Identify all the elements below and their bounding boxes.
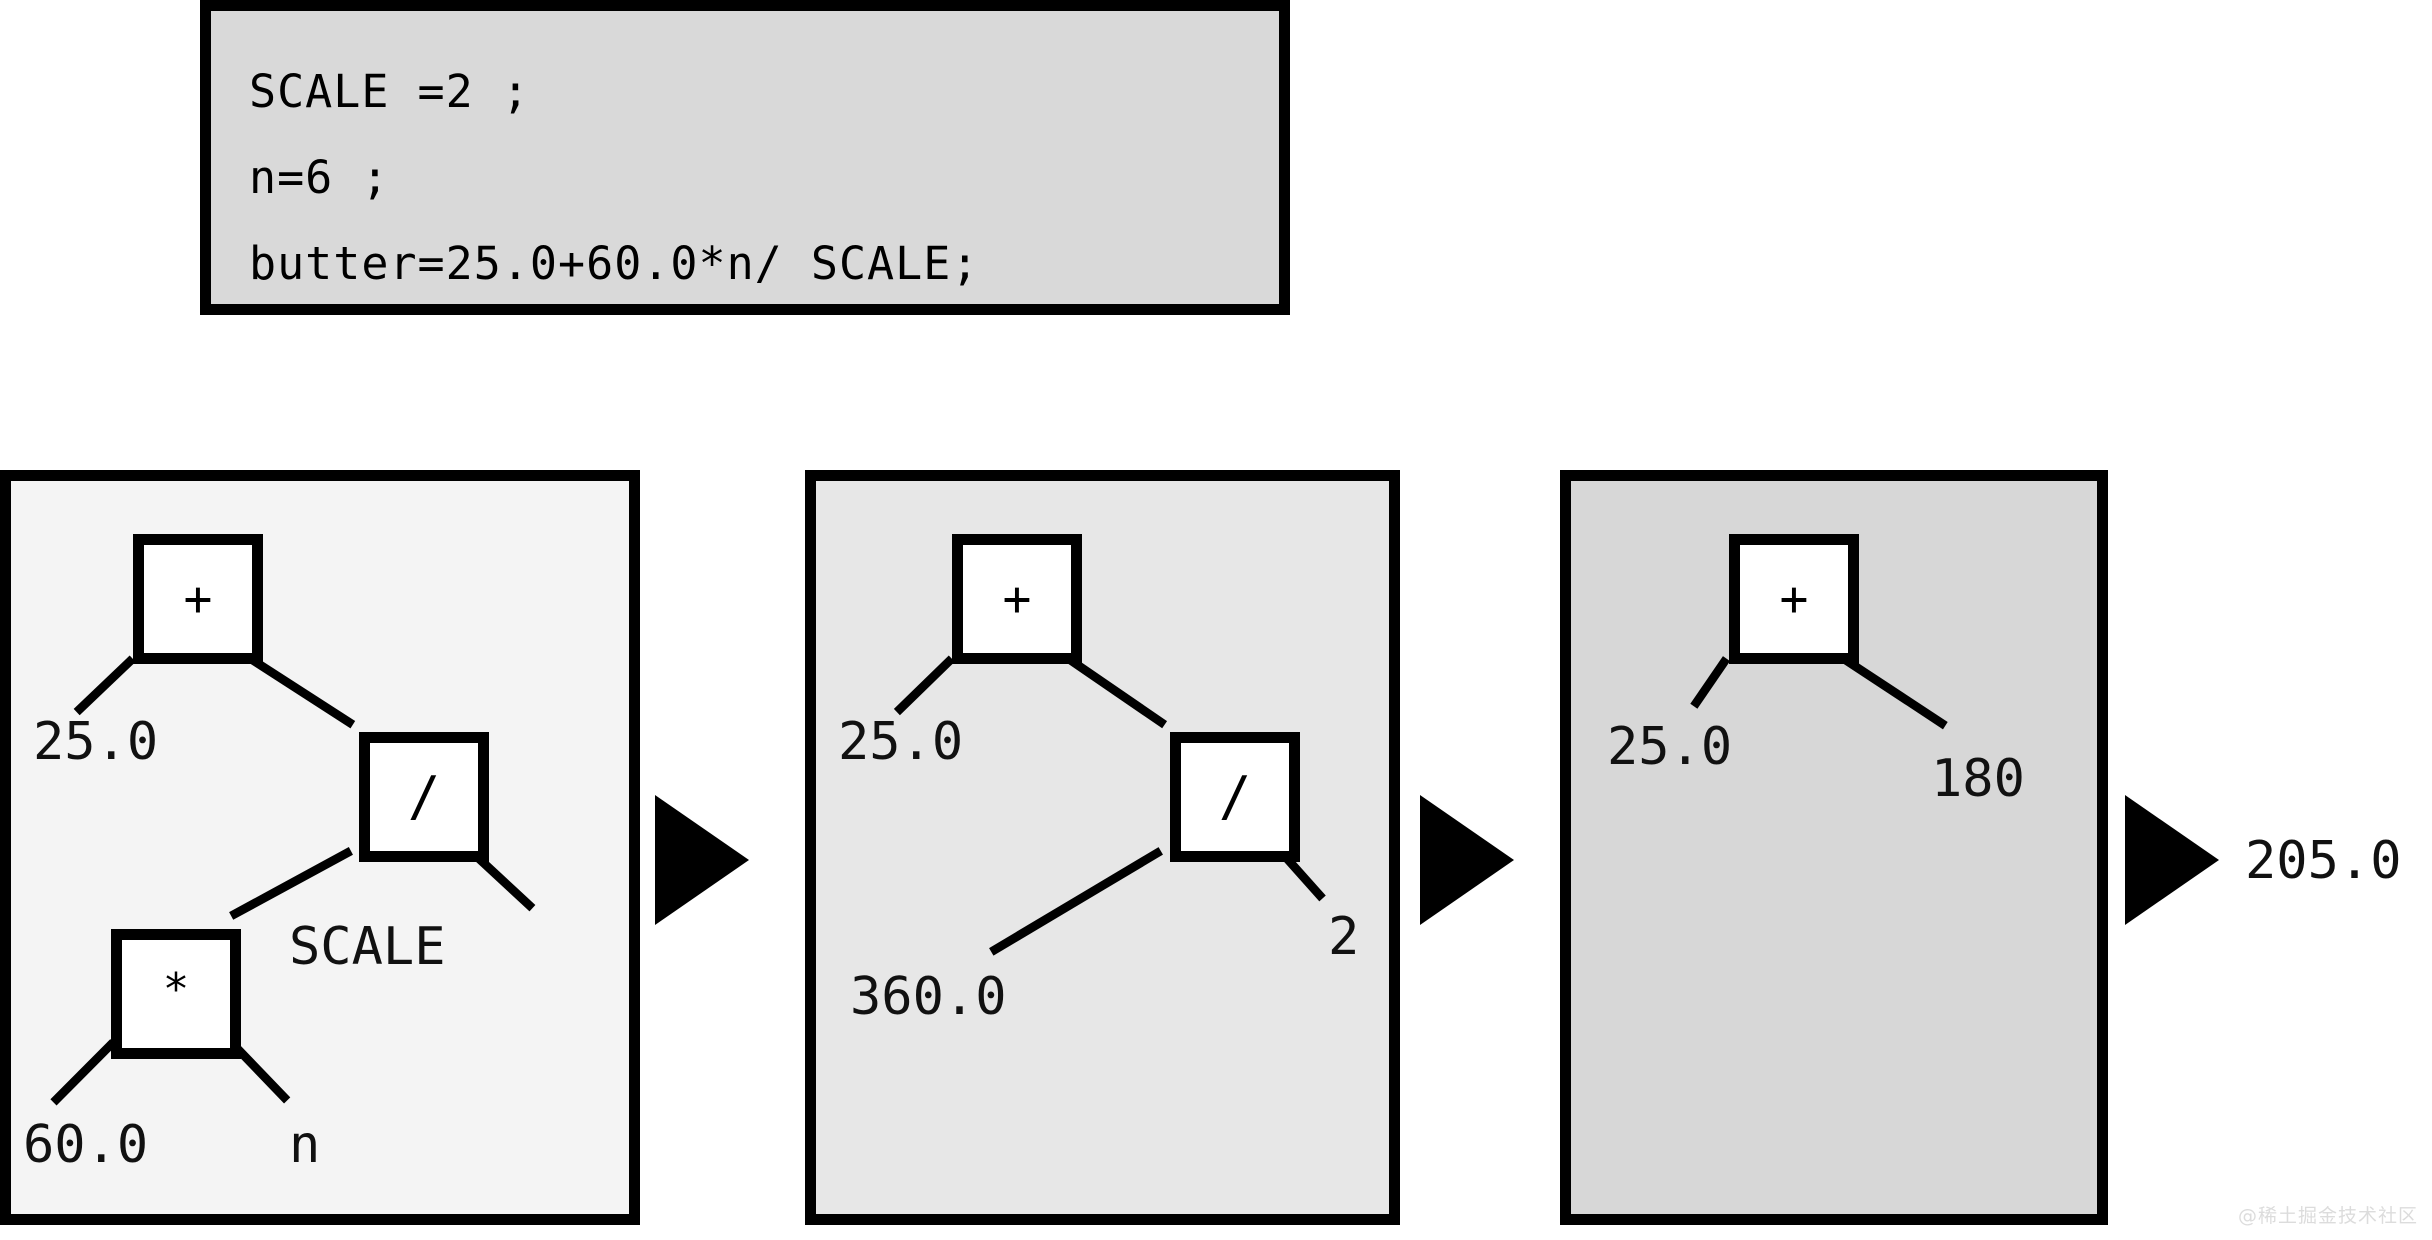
watermark: @稀土掘金技术社区 <box>2237 1205 2418 1227</box>
final-result-value: 205.0 <box>2245 831 2402 891</box>
plus-node: + <box>133 534 263 664</box>
leaf-scale: SCALE <box>289 917 446 977</box>
plus-node-label: + <box>1779 571 1809 627</box>
expression-tree-panel-2: + / 25.0 360.0 2 <box>805 470 1400 1225</box>
right-triangle-arrow-icon-2 <box>1420 795 1514 925</box>
leaf-n: n <box>289 1115 321 1175</box>
slash-node-label: / <box>1218 765 1252 828</box>
code-line-1: SCALE =2 ; <box>249 65 530 118</box>
leaf-2: 2 <box>1328 907 1360 967</box>
leaf-25: 25.0 <box>1607 717 1733 777</box>
slash-node: / <box>359 732 489 862</box>
leaf-25: 25.0 <box>33 712 159 772</box>
tree-edges-panel-2 <box>893 655 1326 956</box>
leaf-25: 25.0 <box>838 712 964 772</box>
leaf-60: 60.0 <box>23 1115 149 1175</box>
expression-tree-panel-1: + / * 25.0 SCALE 60.0 n <box>0 470 640 1225</box>
leaf-360: 360.0 <box>850 967 1007 1027</box>
code-listing-box: SCALE =2 ; n=6 ; butter=25.0+60.0*n/ SCA… <box>200 0 1290 315</box>
plus-node: + <box>1729 534 1859 664</box>
plus-node: + <box>952 534 1082 664</box>
star-node: * <box>111 929 241 1059</box>
plus-node-label: + <box>1002 571 1032 627</box>
right-triangle-arrow-icon-3 <box>2125 795 2219 925</box>
code-line-2: n=6 ; <box>249 151 390 204</box>
tree-edges-panel-3 <box>1690 655 1948 730</box>
leaf-180: 180 <box>1931 749 2025 809</box>
right-triangle-arrow-icon-1 <box>655 795 749 925</box>
expression-tree-panel-3: + 25.0 180 <box>1560 470 2108 1225</box>
plus-node-label: + <box>183 571 213 627</box>
star-node-label: * <box>162 964 190 1015</box>
slash-node: / <box>1170 732 1300 862</box>
slash-node-label: / <box>407 765 441 828</box>
code-line-3: butter=25.0+60.0*n/ SCALE; <box>249 237 980 290</box>
tree-edges-panel-1 <box>50 654 536 1106</box>
